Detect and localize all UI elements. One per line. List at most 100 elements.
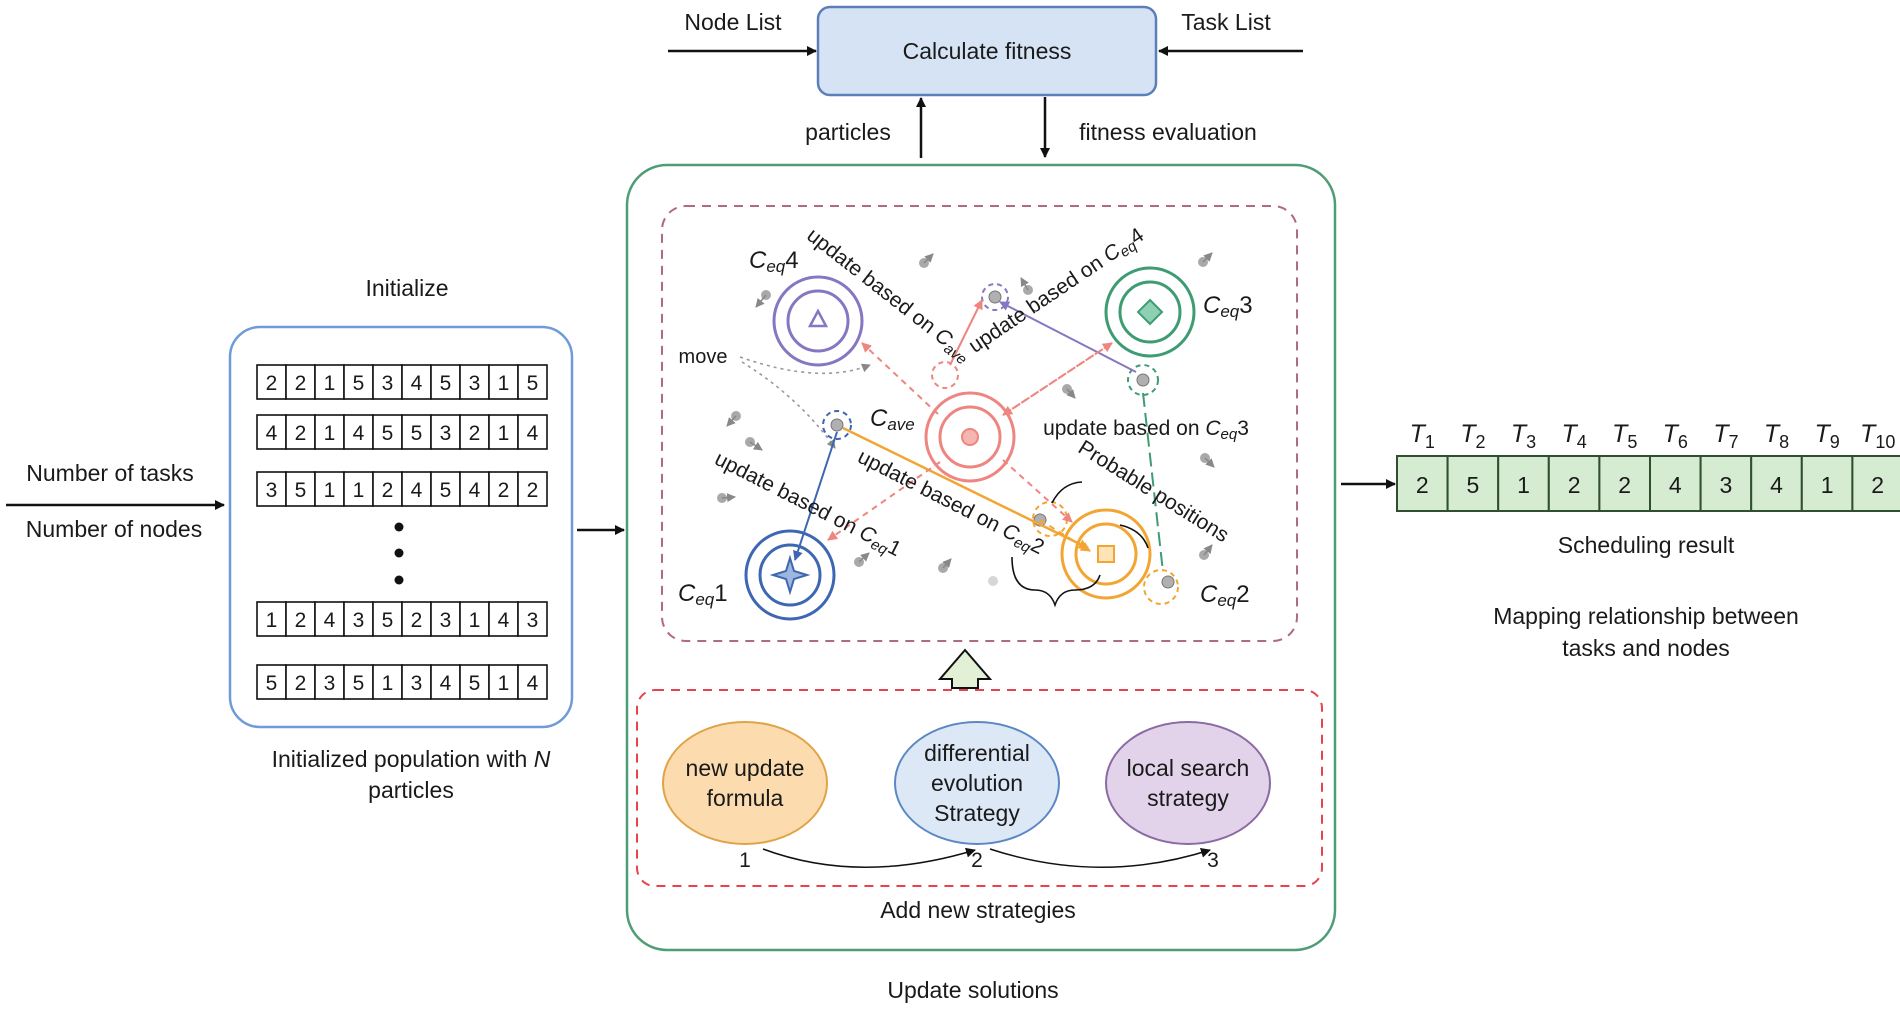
strategy-label: strategy [1147,785,1229,811]
result-cell: 1 [1800,455,1854,512]
population-value: 2 [382,479,394,502]
population-value: 1 [324,372,336,395]
result-cell: 4 [1649,455,1702,512]
candidate-position [1127,364,1159,396]
population-value: 1 [266,609,278,632]
population-cell: 1 [314,414,345,450]
strategy-label: new update [686,755,805,781]
particles-label: particles [805,119,891,145]
initialized-caption-line1: Initialized population with N [272,746,551,772]
population-value: 5 [440,479,452,502]
task-header: T8 [1764,420,1789,452]
task-header: T5 [1612,420,1637,452]
fitness-evaluation-label: fitness evaluation [1079,119,1257,145]
ceq1-attractor [744,529,836,621]
population-value: 4 [527,672,539,695]
population-value: 2 [498,479,510,502]
result-value: 5 [1467,472,1480,498]
ellipsis-dot [394,575,404,585]
population-value: 3 [382,372,394,395]
population-cell: 4 [401,471,432,507]
result-cell: 2 [1396,455,1449,512]
population-value: 4 [324,609,336,632]
population-value: 1 [469,609,481,632]
move-label: move [679,346,728,368]
population-cell: 2 [459,414,490,450]
population-cell: 4 [459,471,490,507]
population-value: 3 [527,609,539,632]
population-cell: 4 [256,414,287,450]
result-cell: 2 [1598,455,1652,512]
population-cell: 4 [343,414,374,450]
result-cell: 1 [1497,455,1550,512]
task-header: T7 [1713,420,1738,452]
strategy-link-2-3 [989,847,1211,868]
update-arrow-ceq2 [842,426,1089,550]
candidate-position [822,410,852,440]
population-value: 3 [440,609,452,632]
result-cell: 2 [1547,455,1601,512]
update-ceq3-label: update based on Ceq3 [1043,417,1249,443]
population-value: 4 [527,422,539,445]
population-value: 5 [469,672,481,695]
population-cell: 3 [517,601,548,637]
population-value: 5 [353,672,365,695]
result-value: 1 [1821,472,1834,498]
update-arrow-cave [949,299,983,366]
population-cell: 3 [372,364,403,400]
population-value: 5 [440,372,452,395]
task-header: T3 [1511,420,1536,452]
population-cell: 5 [517,364,548,400]
population-cell: 3 [314,664,345,700]
ceq2-attractor [1060,508,1152,600]
cave-spoke [1002,459,1073,523]
background-particles [717,252,1215,586]
population-cell: 4 [517,664,548,700]
population-value: 3 [353,609,365,632]
particle [1161,575,1175,589]
population-value: 3 [440,422,452,445]
population-value: 5 [382,422,394,445]
population-cell: 2 [401,601,432,637]
result-cell: 3 [1699,455,1753,512]
result-value: 2 [1618,472,1631,498]
strategy-label: formula [707,785,784,811]
result-value: 2 [1871,472,1884,498]
probable-positions-brace [1051,481,1083,504]
node-list-label: Node List [684,9,782,35]
result-cell: 5 [1446,455,1500,512]
population-value: 2 [469,422,481,445]
population-value: 5 [527,372,539,395]
population-cell: 2 [372,471,403,507]
probable-positions-brace [1119,524,1149,549]
position-update-panel [661,205,1298,642]
add-new-strategies-label: Add new strategies [880,897,1076,923]
strategies-panel [636,689,1323,887]
population-cell: 5 [459,664,490,700]
initialize-label: Initialize [365,275,448,301]
population-cell: 2 [517,471,548,507]
population-value: 2 [266,372,278,395]
task-header: T10 [1860,420,1895,452]
population-value: 5 [411,422,423,445]
strategies-group: new updateformula1differentialevolutionS… [662,721,1271,872]
population-value: 4 [411,479,423,502]
candidate-position [1143,569,1179,605]
particle [1136,373,1150,387]
population-cell: 4 [430,664,461,700]
number-of-tasks-label: Number of tasks [26,460,193,486]
candidate-position [981,283,1009,311]
task-header: T4 [1561,420,1586,452]
strategy-number: 3 [1207,849,1219,872]
population-value: 5 [382,609,394,632]
strategy-link-1-2 [762,847,976,868]
strategy-up-arrow [937,648,993,689]
move-path [741,361,836,449]
population-cell: 2 [488,471,519,507]
population-cell: 5 [401,414,432,450]
mapping-line1: Mapping relationship between [1493,603,1799,629]
